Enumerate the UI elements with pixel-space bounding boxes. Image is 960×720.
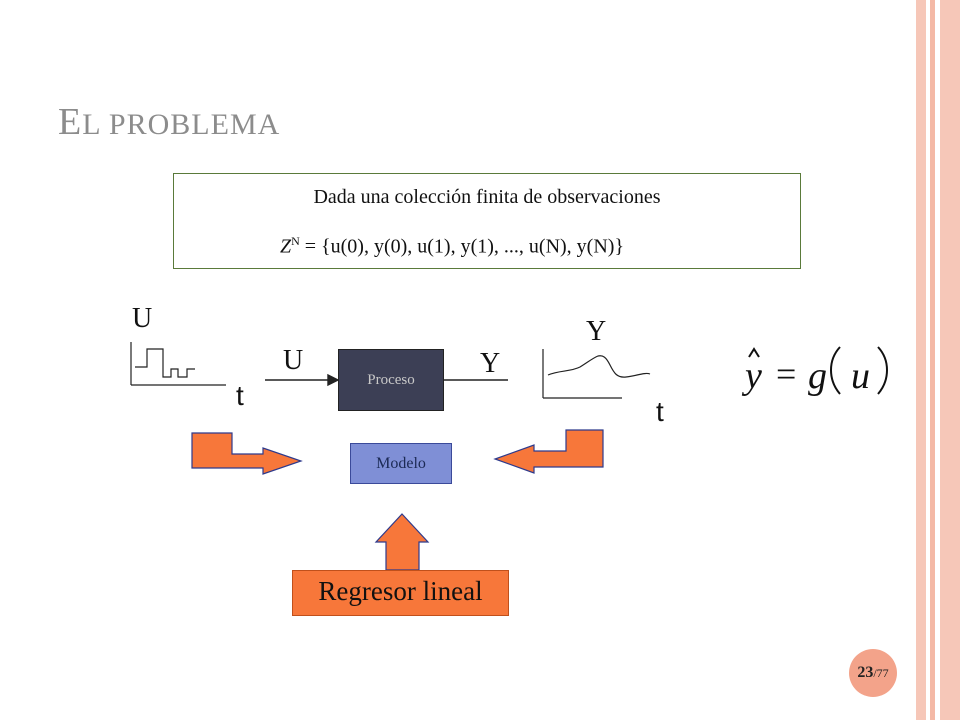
process-input-arrow (265, 373, 340, 387)
model-block: Modelo (350, 443, 452, 484)
svg-text:g: g (808, 355, 827, 397)
input-axis-label-u: U (132, 303, 153, 334)
page-current: 23 (857, 664, 874, 681)
process-input-label: U (283, 345, 304, 376)
observations-box: Dada una colección finita de observacion… (173, 173, 801, 269)
process-block: Proceso (338, 349, 444, 411)
border-stripe-1 (916, 0, 926, 720)
up-arrow (374, 513, 430, 571)
svg-text:=: = (776, 354, 796, 394)
input-signal-axes (130, 342, 226, 386)
output-axis-label-t: t (656, 396, 664, 427)
page-total: /77 (873, 666, 889, 680)
model-equation: y = g u (741, 346, 888, 397)
border-stripe-3 (940, 0, 960, 720)
right-bent-arrow (493, 429, 604, 474)
observations-text: Dada una colección finita de observacion… (313, 186, 661, 208)
observations-formula: ZN = {u(0), y(0), u(1), y(1), ..., u(N),… (279, 234, 625, 258)
process-output-label: Y (480, 348, 501, 379)
svg-text:u: u (851, 355, 870, 397)
svg-text:y: y (741, 355, 762, 397)
output-response-curve (547, 355, 651, 378)
input-step-signal (135, 348, 195, 378)
regressor-box: Regresor lineal (292, 570, 509, 616)
input-axis-label-t: t (236, 380, 244, 411)
page-number-badge: 23/77 (849, 649, 897, 697)
left-bent-arrow (191, 432, 303, 475)
page-title: EL PROBLEMA (58, 101, 281, 143)
output-signal-axes (542, 349, 622, 399)
output-axis-label-y: Y (586, 316, 607, 347)
border-stripe-2 (930, 0, 935, 720)
